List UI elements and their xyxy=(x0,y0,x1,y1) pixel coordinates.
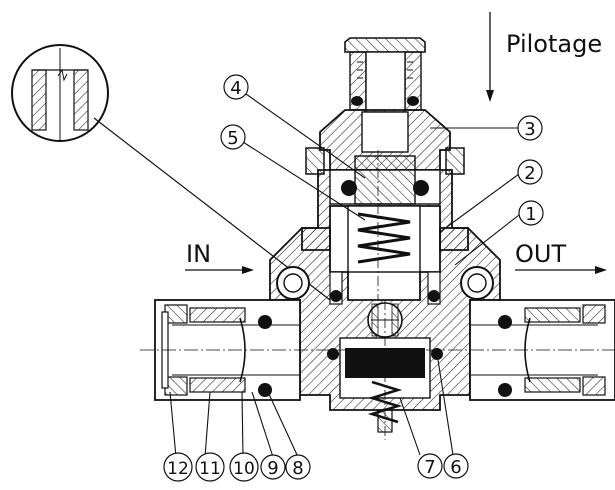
callout-12: 12 xyxy=(163,452,193,482)
callout-7-number: 7 xyxy=(424,457,435,478)
pilot-label: Pilotage xyxy=(506,30,602,58)
callout-12-number: 12 xyxy=(167,459,189,479)
callout-1: 1 xyxy=(518,200,544,226)
pilot-port-fitting xyxy=(344,37,426,113)
callout-6-number: 6 xyxy=(450,457,461,478)
callout-leaders xyxy=(169,93,520,458)
callout-11: 11 xyxy=(195,452,225,482)
in-label: IN xyxy=(186,240,211,268)
callout-3-number: 3 xyxy=(524,119,535,140)
callout-2: 2 xyxy=(517,159,543,185)
callout-10-number: 10 xyxy=(233,459,255,479)
callout-9-number: 9 xyxy=(267,458,278,479)
in-arrow xyxy=(185,266,254,274)
callout-10: 10 xyxy=(229,452,259,482)
pilot-arrow xyxy=(486,12,494,102)
out-arrow xyxy=(515,266,607,274)
callout-1-number: 1 xyxy=(525,204,536,225)
callout-4: 4 xyxy=(223,74,249,100)
out-label: OUT xyxy=(515,240,566,268)
callout-9: 9 xyxy=(260,454,286,480)
callout-8-number: 8 xyxy=(292,458,303,479)
callout-6: 6 xyxy=(443,453,469,479)
callout-11-number: 11 xyxy=(199,459,221,479)
callout-7: 7 xyxy=(417,453,443,479)
callout-5-number: 5 xyxy=(227,128,238,149)
callout-5: 5 xyxy=(220,124,246,150)
callout-8: 8 xyxy=(285,454,311,480)
callout-2-number: 2 xyxy=(524,163,535,184)
callout-3: 3 xyxy=(517,115,543,141)
cap-body xyxy=(305,109,465,175)
callout-4-number: 4 xyxy=(230,78,241,99)
